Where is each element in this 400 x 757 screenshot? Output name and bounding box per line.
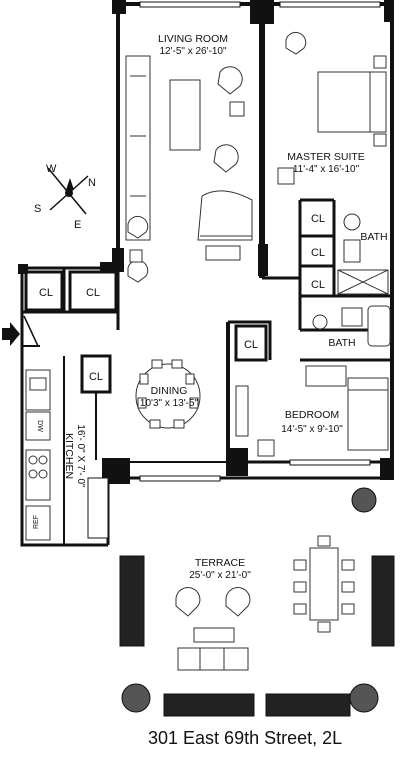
kitchen-appliances bbox=[25, 369, 51, 541]
dining-name: DINING bbox=[151, 385, 188, 397]
terrace-furniture bbox=[175, 535, 355, 671]
terrace-dim: 25'-0" x 21'-0" bbox=[189, 570, 251, 581]
wall-pillars bbox=[18, 0, 394, 484]
compass-s: S bbox=[34, 203, 41, 215]
closet-label: CL bbox=[311, 247, 325, 259]
terrace-planters bbox=[119, 487, 395, 717]
closets bbox=[24, 270, 268, 362]
dining-table bbox=[135, 359, 201, 429]
compass-w: W bbox=[46, 163, 57, 175]
closet-label: CL bbox=[244, 339, 258, 351]
kitchen-name: KITCHEN bbox=[63, 433, 75, 479]
bath-label: BATH bbox=[328, 337, 355, 349]
master-suite-dim: 11'-4" x 16'-10" bbox=[293, 164, 360, 175]
kitchen-label: KITCHEN 16'- 0" X 7'- 0" DW REF bbox=[33, 420, 86, 529]
living-room-dim: 12'-5" x 26'-10" bbox=[159, 46, 227, 57]
kitchen-dim: 16'- 0" X 7'- 0" bbox=[75, 424, 86, 488]
compass-e: E bbox=[74, 219, 81, 231]
bedroom-furniture bbox=[235, 305, 391, 457]
dishwasher-label: DW bbox=[36, 420, 43, 432]
terrace-name: TERRACE bbox=[195, 557, 245, 569]
bedroom-name: BEDROOM bbox=[285, 409, 339, 421]
closet-label: CL bbox=[89, 371, 103, 383]
closet-label: CL bbox=[311, 213, 325, 225]
master-furniture bbox=[277, 31, 389, 295]
entry-door bbox=[2, 315, 40, 347]
compass-rose: W N S E bbox=[34, 163, 96, 231]
entry-arrow-icon bbox=[2, 322, 20, 346]
living-room-name: LIVING ROOM bbox=[158, 33, 228, 45]
windows bbox=[87, 1, 381, 539]
compass-n: N bbox=[88, 177, 96, 189]
dining-dim: 10'3" x 13'-5" bbox=[140, 398, 199, 409]
living-furniture bbox=[125, 55, 253, 283]
master-suite-name: MASTER SUITE bbox=[287, 151, 365, 163]
bedroom-dim: 14'-5" x 9'-10" bbox=[281, 424, 343, 435]
refrigerator-label: REF bbox=[33, 515, 40, 529]
closet-label: CL bbox=[39, 287, 53, 299]
closet-label: CL bbox=[86, 287, 100, 299]
bath-label: BATH bbox=[360, 231, 387, 243]
closet-label: CL bbox=[311, 279, 325, 291]
room-labels: LIVING ROOM 12'-5" x 26'-10" MASTER SUIT… bbox=[140, 33, 365, 581]
closet-labels: CL CL CL CL CL CL CL BATH BATH bbox=[39, 213, 388, 383]
property-address: 301 East 69th Street, 2L bbox=[148, 728, 343, 748]
